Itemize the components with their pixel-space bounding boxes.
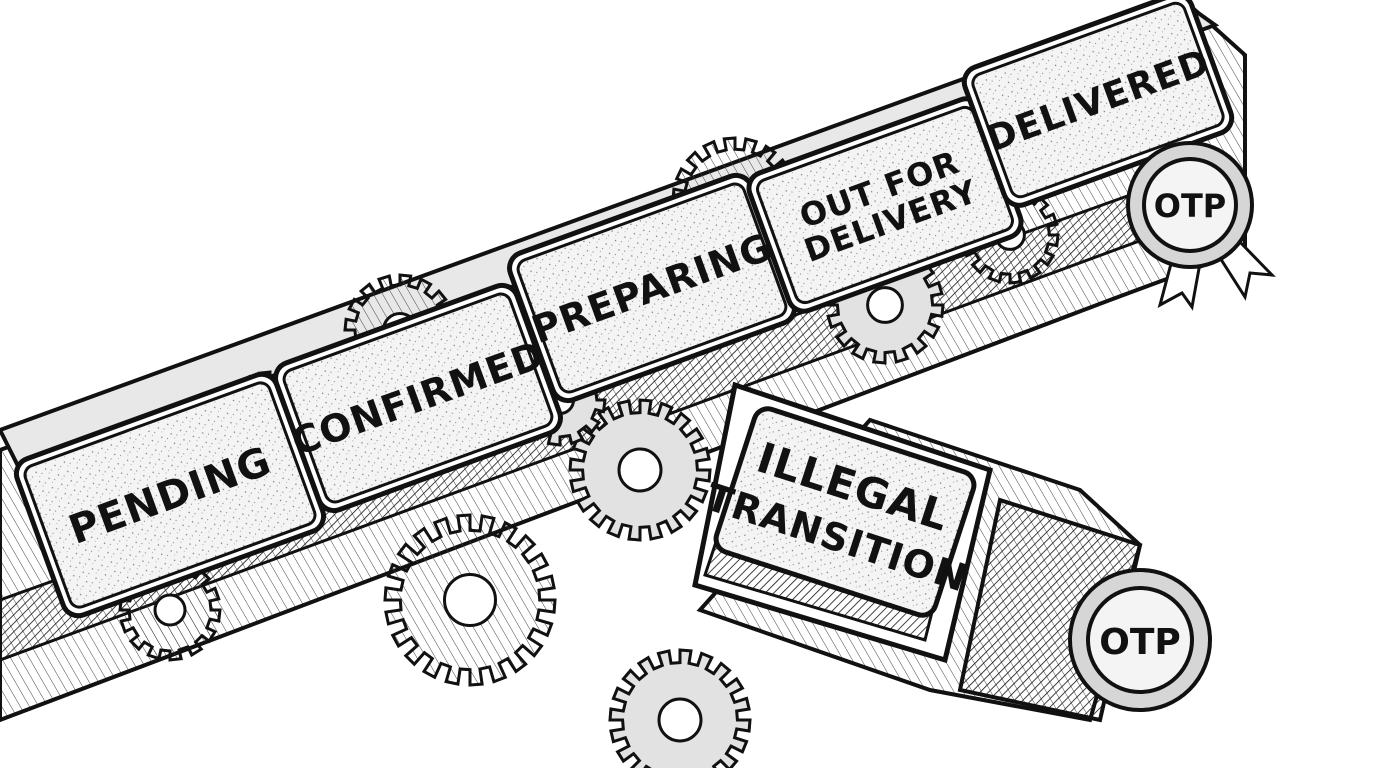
gear-icon [383, 513, 557, 687]
stage-plate-preparing: PREPARING [507, 172, 797, 404]
gear-icon [608, 648, 752, 768]
branch-otp-seal: OTP [1068, 568, 1212, 712]
branch-seal-text: OTP [1099, 622, 1181, 663]
stage-plate-confirmed: CONFIRMED [273, 282, 563, 514]
stage-plate-pending: PENDING [13, 371, 327, 619]
gear-icon [568, 398, 712, 542]
delivered-seal-text: OTP [1154, 187, 1226, 225]
delivered-otp-seal: OTP [1126, 141, 1276, 311]
